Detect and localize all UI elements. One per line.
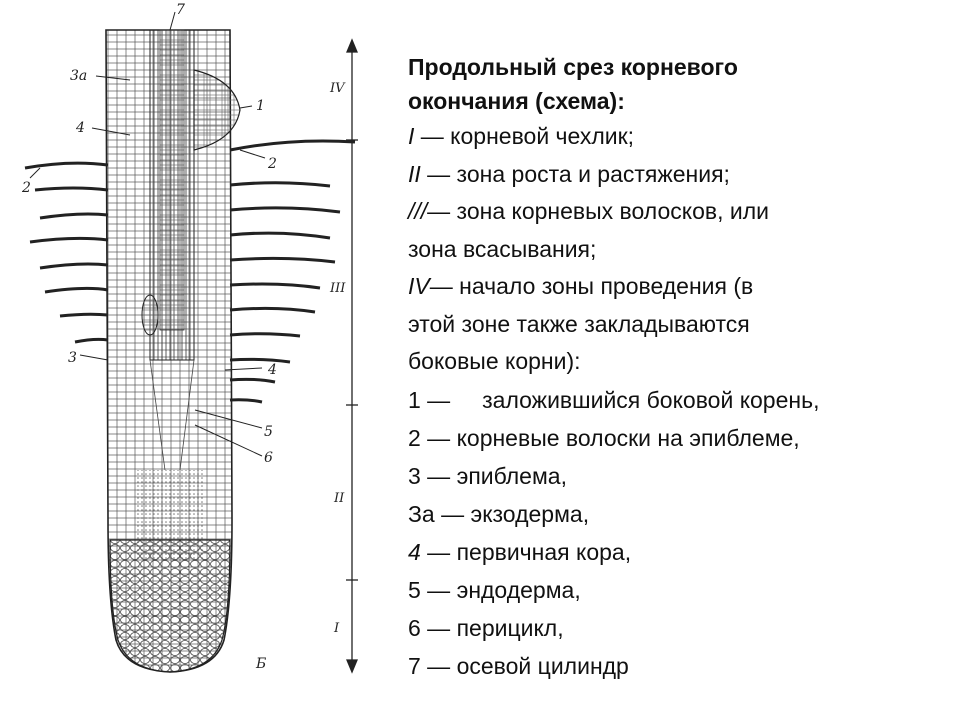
label-4-left: 4 <box>75 120 85 136</box>
label-3-left: 3 <box>68 350 77 366</box>
label-b: Б <box>255 656 266 672</box>
label-6-right: 6 <box>264 450 273 466</box>
zone-label-ii: II <box>333 491 345 506</box>
legend-title-line2: окончания (схема): <box>408 88 625 114</box>
label-3a: 3a <box>70 68 87 84</box>
label-4-right: 4 <box>267 362 277 378</box>
zone-axis <box>346 38 358 674</box>
label-2-right: 2 <box>267 156 277 172</box>
legend-item-zone-iv-cont1: этой зоне также закладываются <box>408 310 750 337</box>
label-2-left: 2 <box>21 180 31 196</box>
axial-cylinder <box>149 29 195 471</box>
legend-item-zone-iii-cont: зона всасывания; <box>408 235 597 262</box>
legend-num-4: 4 — первичная кора, <box>408 538 632 565</box>
zone-label-iii: III <box>329 281 346 296</box>
leader-lines <box>29 11 266 457</box>
legend-title-line1: Продольный срез корневого <box>408 54 738 80</box>
label-1-right: 1 <box>256 98 265 114</box>
legend-num-7: 7 — осевой цилиндр <box>408 652 629 679</box>
legend-num-6: 6 — перицикл, <box>408 614 564 641</box>
legend-num-3: 3 — эпиблема, <box>408 462 567 489</box>
legend-num-1: 1 — заложившийся боковой корень, <box>408 386 820 413</box>
label-5-right: 5 <box>264 424 273 440</box>
zone-label-iv: IV <box>329 81 346 96</box>
legend-num-2: 2 — корневые волоски на эпиблеме, <box>408 424 800 451</box>
lateral-root-primordium <box>193 69 241 151</box>
root-hairs <box>24 139 356 404</box>
legend-item-zone-iii: ///— зона корневых волосков, или <box>408 198 770 224</box>
legend-item-zone-i: I — корневой чехлик; <box>408 123 635 149</box>
root-drawing: 7 3a 4 2 3 1 2 4 5 6 Б IV III II I <box>21 2 358 674</box>
legend: Продольный срез корневого окончания (схе… <box>408 50 953 685</box>
legend-item-zone-ii: II — зона роста и растяжения; <box>408 160 730 187</box>
legend-item-zone-iv: IV— начало зоны проведения (в <box>408 273 754 299</box>
legend-item-zone-iv-cont2: боковые корни): <box>408 348 581 374</box>
legend-num-5: 5 — эндодерма, <box>408 576 581 603</box>
label-7: 7 <box>176 2 185 18</box>
lateral-root-primordium-left <box>141 294 159 336</box>
zone-label-i: I <box>333 621 340 636</box>
legend-num-3a: За — экзодерма, <box>408 500 590 527</box>
root-section-figure: 7 3a 4 2 3 1 2 4 5 6 Б IV III II I <box>0 0 380 720</box>
